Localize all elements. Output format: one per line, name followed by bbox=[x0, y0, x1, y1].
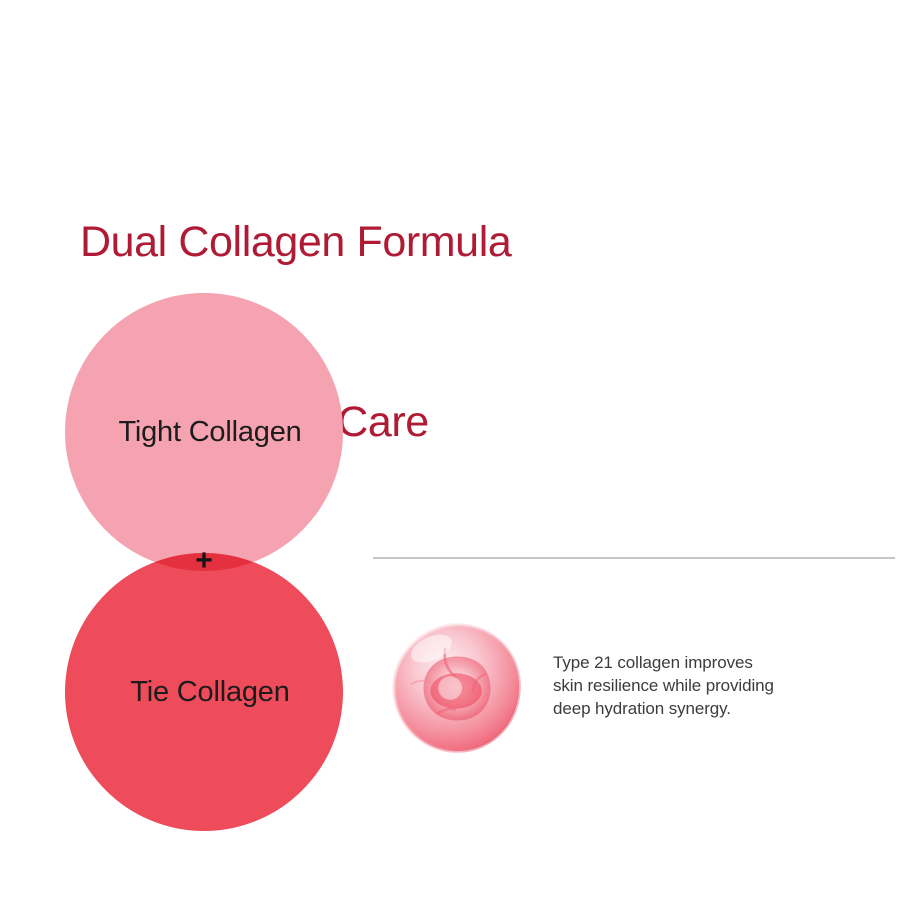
gel-droplet-icon bbox=[388, 618, 526, 758]
venn-circle-tight-collagen bbox=[65, 293, 343, 571]
ingredient-description: Type 21 collagen improves skin resilienc… bbox=[553, 653, 774, 718]
collagen-venn-diagram: Tight Collagen + Tie Collagen bbox=[60, 288, 360, 831]
venn-circle-tie-collagen bbox=[65, 553, 343, 831]
section-divider bbox=[373, 557, 895, 559]
ingredient-info-row: Type 21 collagen improves skin resilienc… bbox=[388, 618, 888, 768]
page-title-line-1: Dual Collagen Formula bbox=[80, 218, 512, 266]
